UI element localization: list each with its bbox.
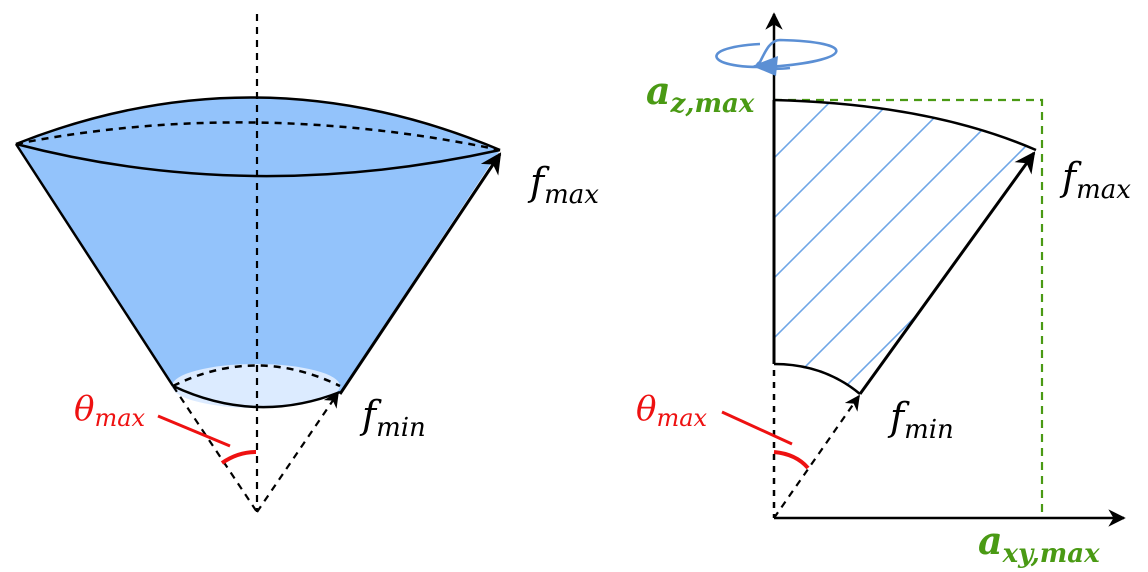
- theta-leader: [157, 414, 231, 448]
- rotation-arrowhead-icon: [752, 56, 778, 76]
- cone-right-edge: [338, 152, 502, 395]
- section-diagram: az,max axy,max fmax fmin θmax: [636, 12, 1131, 569]
- left-theta-label: θmax: [74, 389, 146, 432]
- right-fmin-arrow: [773, 394, 860, 519]
- top-ellipse-front: [15, 142, 501, 178]
- cone-left-edge: [14, 143, 175, 387]
- left-fmin-label: fmin: [359, 393, 426, 443]
- cone-bottom-cap: [172, 364, 340, 408]
- az-max-label: az,max: [646, 68, 755, 119]
- right-theta-arc: [773, 450, 810, 470]
- right-fmin-label: fmin: [887, 395, 954, 445]
- sector-outer-arc: [773, 98, 1037, 152]
- limit-box: [774, 98, 1044, 518]
- right-theta-leader: [721, 410, 793, 446]
- right-fmax-label: fmax: [1059, 155, 1131, 205]
- right-fmax-arrow: [858, 151, 1036, 395]
- cone-diagram: fmax fmin θmax: [14, 14, 599, 513]
- rotation-arrow-icon: [715, 38, 838, 71]
- hatch-pattern: [774, 100, 1036, 394]
- right-theta-label: θmax: [636, 389, 708, 432]
- top-ellipse-back: [15, 121, 501, 152]
- left-fmax-label: fmax: [527, 160, 599, 210]
- sector-inner-arc: [773, 362, 861, 395]
- axy-max-label: axy,max: [978, 518, 1100, 569]
- apex-line-right: [256, 391, 339, 513]
- theta-arc: [220, 450, 257, 465]
